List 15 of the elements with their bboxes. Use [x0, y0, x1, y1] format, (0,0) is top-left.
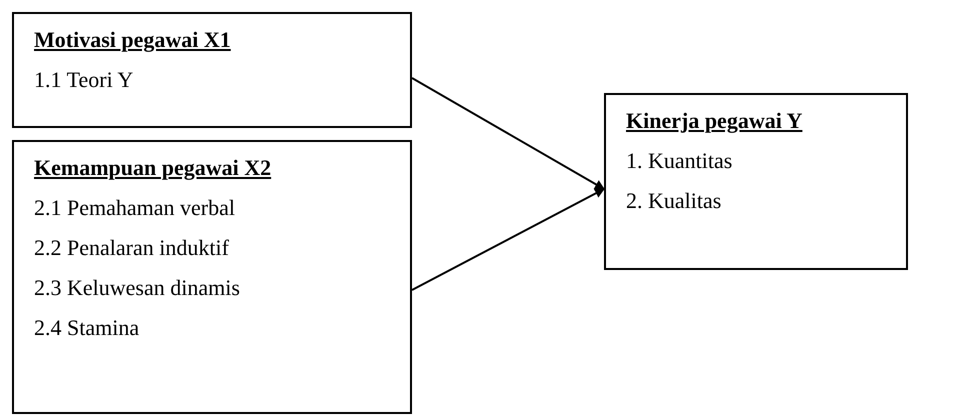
list-item: 2.2 Penalaran induktif: [34, 234, 229, 262]
list-item: 2.4 Stamina: [34, 314, 140, 342]
list-item: 2. Kualitas: [626, 187, 722, 215]
list-item: 1. Kuantitas: [626, 147, 732, 175]
list-item: 2.1 Pemahaman verbal: [34, 194, 235, 222]
box-heading: Kinerja pegawai Y: [626, 107, 802, 135]
box-heading: Kemampuan pegawai X2: [34, 154, 272, 182]
text-box: [604, 93, 908, 270]
arrow: [412, 77, 605, 190]
arrow: [412, 188, 605, 291]
text-box: [12, 140, 412, 414]
list-item: 1.1 Teori Y: [34, 66, 134, 94]
box-heading: Motivasi pegawai X1: [34, 26, 231, 54]
list-item: 2.3 Keluwesan dinamis: [34, 274, 240, 302]
text-box: [12, 12, 412, 128]
